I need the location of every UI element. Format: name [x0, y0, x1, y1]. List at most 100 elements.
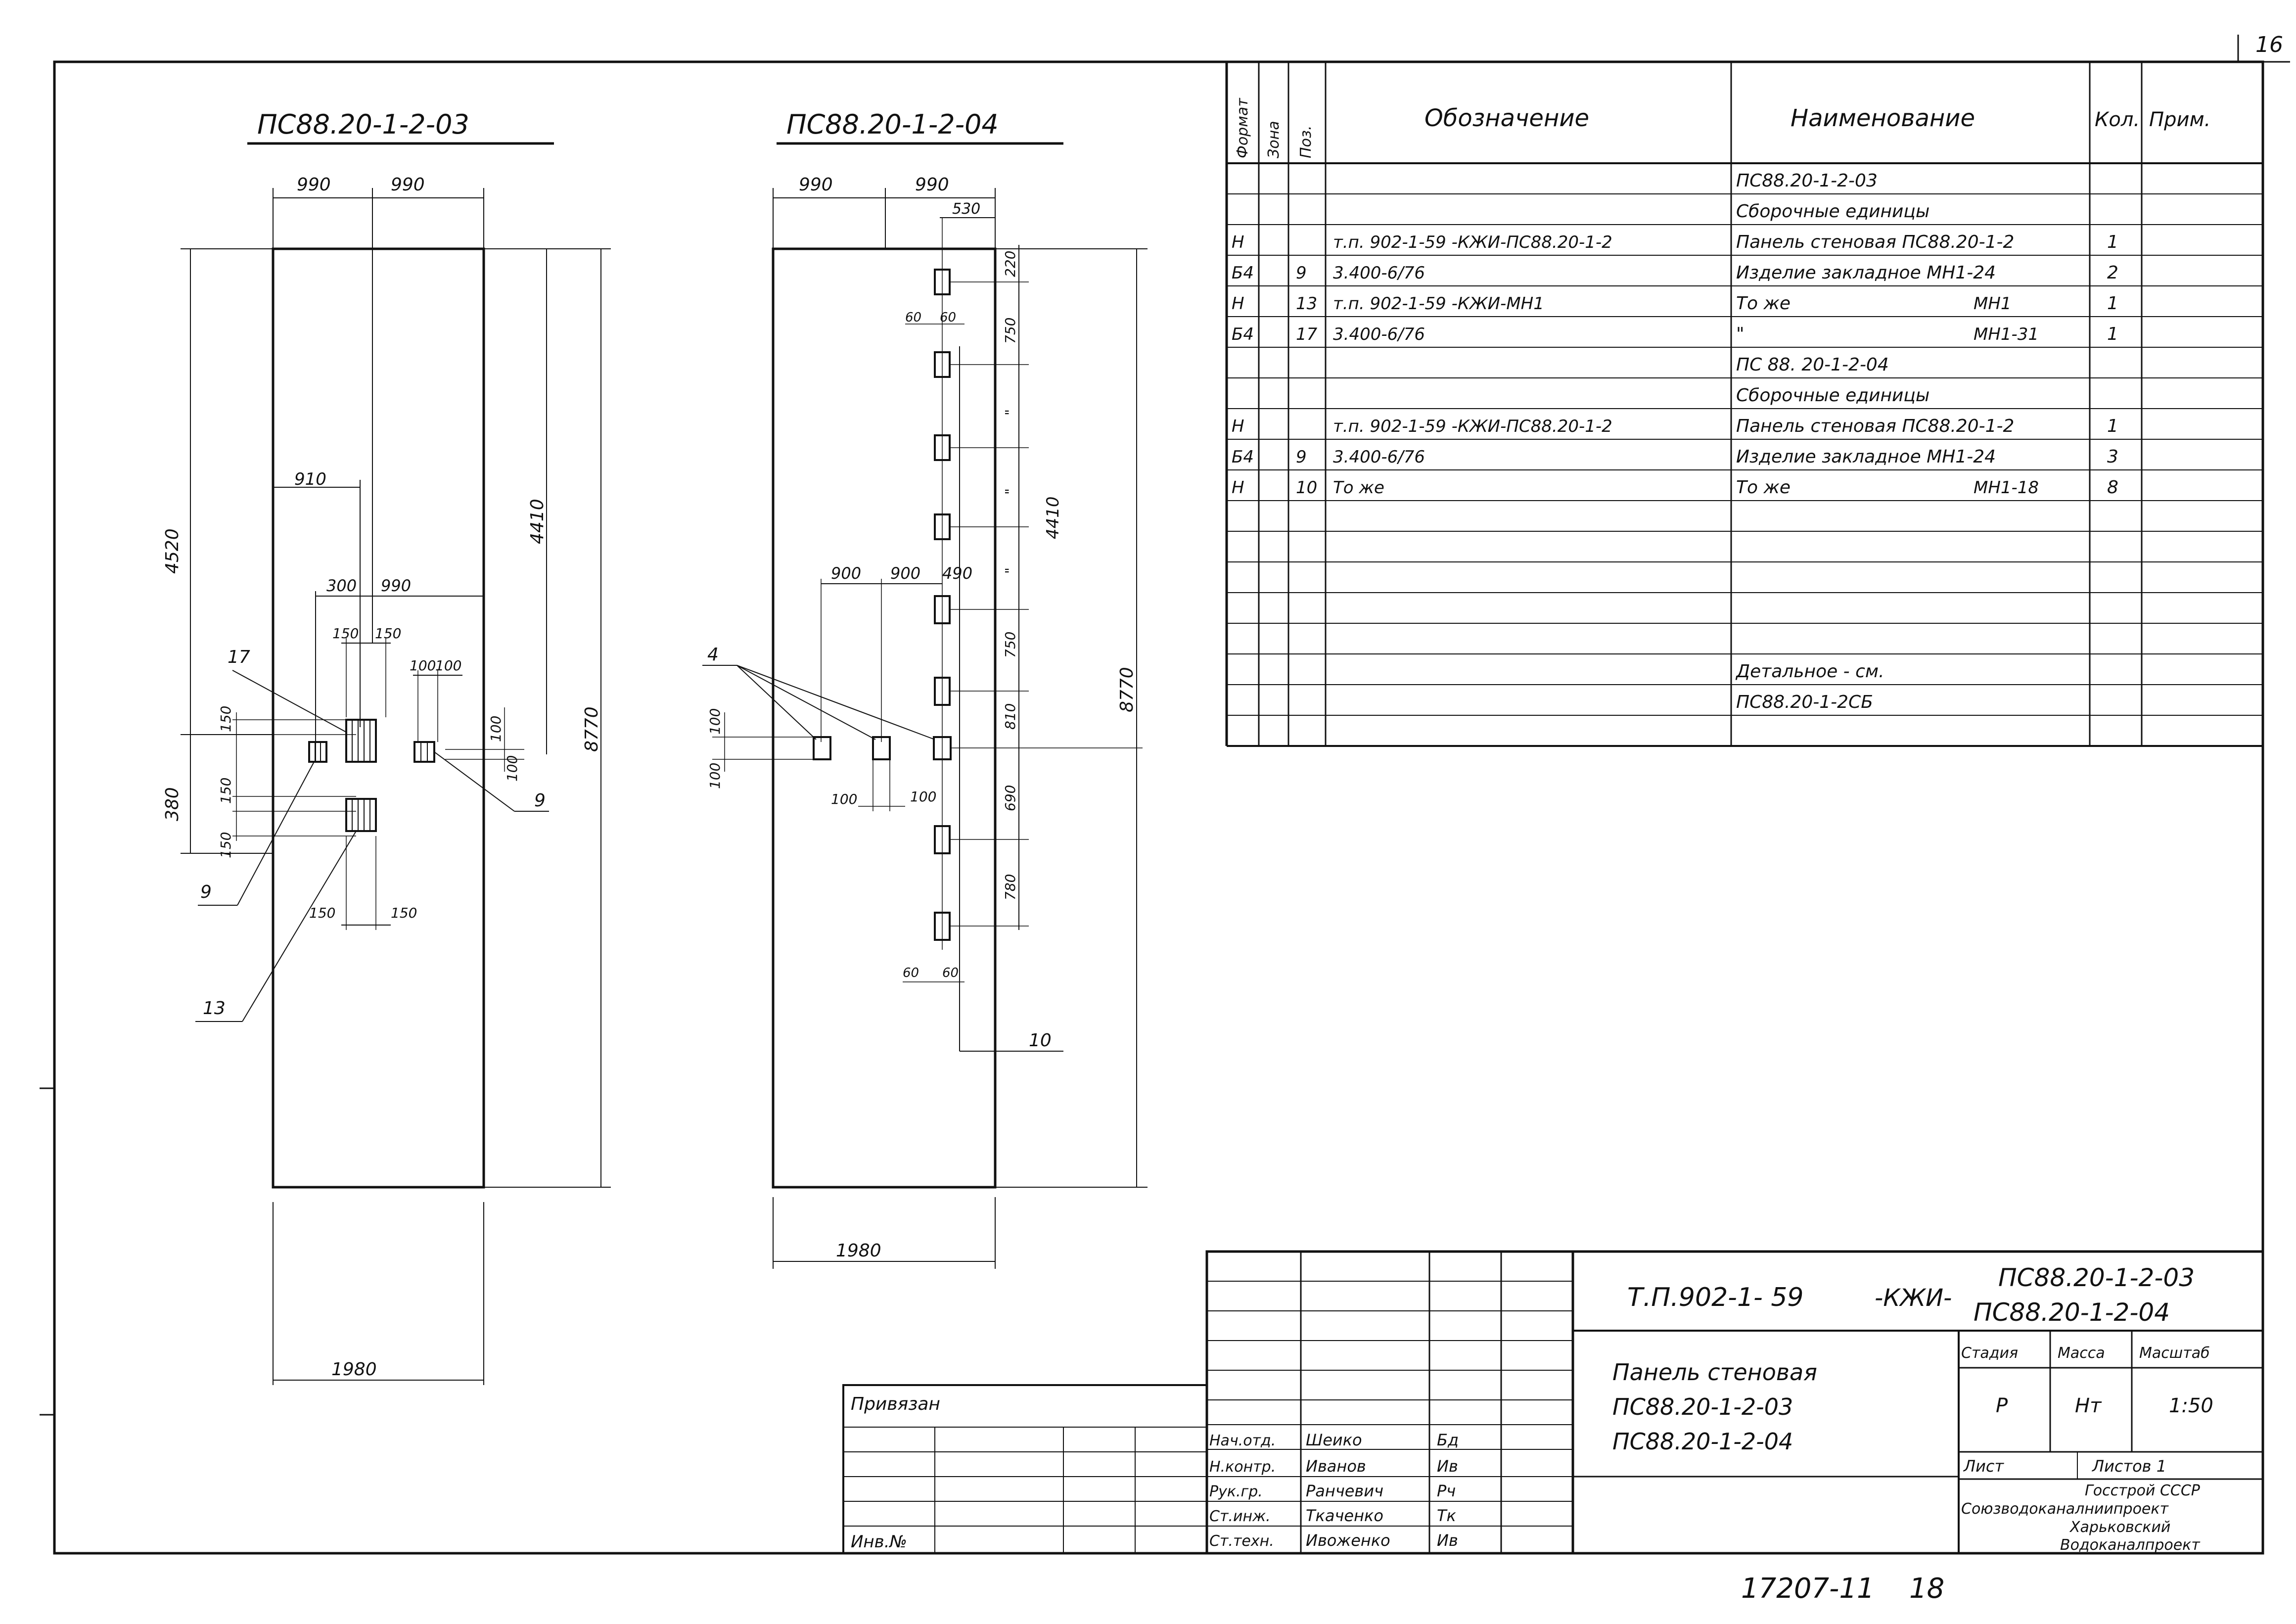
header-format: Формат	[1234, 97, 1251, 158]
row-name: ПС88.20-1-2СБ	[1736, 692, 1873, 712]
row-qty: 1	[2107, 293, 2118, 314]
privyazan-label: Привязан	[851, 1394, 940, 1414]
signer-role: Нач.отд.	[1209, 1432, 1276, 1449]
stage-label: Стадия	[1961, 1345, 2018, 1362]
row-name: "	[1736, 324, 1745, 344]
dim-text: 100	[410, 657, 436, 674]
callout-label: 13	[203, 998, 226, 1019]
row-pos: 10	[1296, 478, 1317, 498]
row-qty: 8	[2107, 477, 2118, 498]
signer-role: Ст.инж.	[1209, 1508, 1271, 1525]
header-name: Наименование	[1791, 104, 1975, 132]
embed-17	[345, 719, 377, 763]
org-name: Госстрой СССР	[2085, 1482, 2201, 1499]
dim-text: 150	[218, 778, 234, 804]
row-designation: 3.400-6/76	[1333, 447, 1425, 467]
row-qty: 2	[2107, 263, 2118, 283]
left-view-title: ПС88.20-1-2-03	[257, 109, 469, 140]
row-qty: 1	[2107, 232, 2118, 252]
sheets-label: Листов 1	[2092, 1457, 2166, 1476]
left-view: ПС88.20-1-2-03 990 990 4520 380 4410 877…	[162, 109, 611, 1385]
signer-signature: Бд	[1437, 1431, 1459, 1449]
dim-text: 690	[1002, 785, 1018, 811]
callout-label: 17	[228, 647, 250, 667]
panel-outline-04	[772, 247, 997, 1189]
embed-9-right	[413, 741, 435, 763]
dim-text: 60	[940, 310, 956, 325]
row-name: ПС88.20-1-2-03	[1736, 171, 1878, 191]
row-name: Сборочные единицы	[1736, 201, 1929, 222]
signer-signature: Ив	[1437, 1531, 1458, 1550]
dim-text: "	[1002, 488, 1018, 495]
signer-name: Иванов	[1306, 1457, 1366, 1476]
row-pos: 13	[1296, 294, 1317, 314]
footer-number: 17207-11	[1741, 1573, 1875, 1605]
doc-suffix: -КЖИ-	[1875, 1284, 1952, 1312]
row-qty: 3	[2107, 447, 2118, 467]
dim-text: 780	[1002, 874, 1018, 900]
dim-text: 4410	[527, 499, 548, 544]
dim-text: 150	[375, 625, 401, 642]
dim-text: 100	[831, 791, 857, 807]
row-format: Б4	[1232, 263, 1254, 283]
product-name: ПС88.20-1-2-04	[1612, 1428, 1793, 1455]
row-name-mark: МН1	[1974, 294, 2012, 314]
dim-text: 750	[1002, 318, 1018, 344]
dim-text: 100	[488, 716, 504, 742]
signer-signature: Рч	[1437, 1482, 1456, 1500]
row-name-mark: МН1-18	[1974, 478, 2039, 498]
row-format: Н	[1232, 478, 1244, 498]
row-name-mark: МН1-31	[1974, 325, 2039, 344]
scale-label: Масштаб	[2139, 1345, 2210, 1362]
dim-text: 8770	[1117, 667, 1137, 712]
org-name: Союзводоканалниипроект	[1961, 1500, 2169, 1518]
dim-text: 60	[905, 310, 921, 325]
row-designation: т.п. 902-1-59 -КЖИ-МН1	[1333, 294, 1544, 314]
dim-text: 900	[890, 564, 920, 583]
dim-text: 220	[1002, 251, 1018, 277]
row-designation: 3.400-6/76	[1333, 325, 1425, 344]
dim-text: 60	[942, 966, 959, 980]
dim-text: 60	[903, 966, 919, 980]
signer-name: Ивоженко	[1306, 1531, 1390, 1550]
callout-label: 4	[707, 645, 719, 665]
embed-9	[813, 736, 831, 760]
header-note: Прим.	[2149, 108, 2210, 131]
row-name: Детальное - см.	[1735, 661, 1884, 682]
signer-signature: Тк	[1437, 1506, 1457, 1525]
signer-role: Ст.техн.	[1209, 1532, 1274, 1550]
dim-text: 4410	[1043, 496, 1063, 539]
dim-text: 990	[799, 175, 833, 195]
dim-text: 150	[332, 625, 359, 642]
dim-text: 990	[915, 175, 949, 195]
dim-text: "	[1002, 567, 1018, 574]
dim-text: 490	[942, 564, 972, 583]
row-name: То же	[1736, 293, 1791, 314]
dim-text: 1980	[836, 1241, 881, 1261]
row-designation: 3.400-6/76	[1333, 263, 1425, 283]
embed-13	[345, 798, 377, 832]
right-view: ПС88.20-1-2-04 990 990 530	[702, 109, 1148, 1269]
header-zone: Зона	[1265, 121, 1283, 158]
row-name: Сборочные единицы	[1736, 385, 1929, 406]
signer-role: Рук.гр.	[1209, 1483, 1263, 1500]
embed-9-left	[308, 741, 327, 763]
row-format: Н	[1232, 417, 1244, 436]
title-block: Привязан Инв.№ Нач.отд. Шеико Бд Н.контр…	[842, 1250, 2264, 1555]
dim-text: 4520	[162, 528, 183, 574]
dim-text: 990	[297, 175, 331, 195]
dim-text: 100	[707, 763, 723, 789]
callout-label: 9	[200, 882, 212, 902]
dim-text: 100	[707, 708, 723, 735]
row-name: Изделие закладное МН1-24	[1736, 263, 1996, 283]
signer-name: Ранчевич	[1306, 1482, 1383, 1500]
dim-text: 100	[910, 789, 936, 805]
dim-text: 150	[218, 832, 234, 858]
dim-text: 1980	[331, 1359, 377, 1380]
dim-text: "	[1002, 409, 1018, 416]
signer-name: Ткаченко	[1306, 1506, 1383, 1525]
row-designation: То же	[1333, 478, 1384, 498]
signer-name: Шеико	[1306, 1431, 1362, 1449]
doc-mark: ПС88.20-1-2-04	[1974, 1298, 2170, 1327]
